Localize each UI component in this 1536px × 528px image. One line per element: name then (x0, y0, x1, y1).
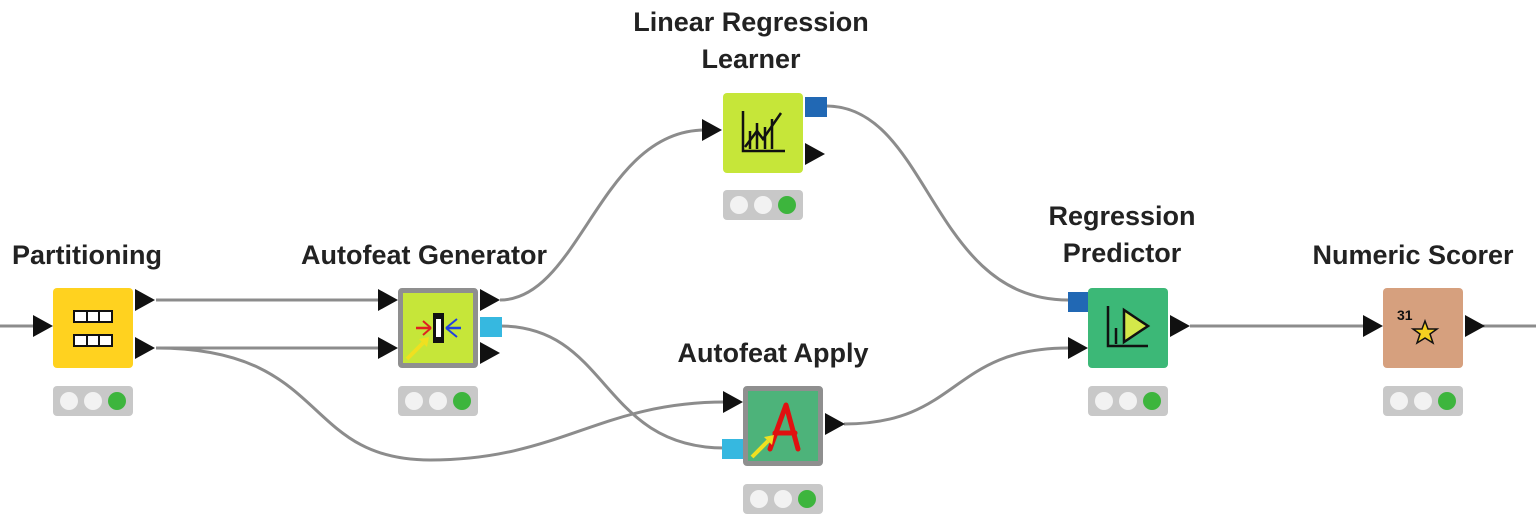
regression-predictor-input-port-data[interactable] (1068, 337, 1088, 359)
partitioning-status (53, 386, 133, 416)
autofeat-generator-icon (405, 313, 461, 361)
numeric-scorer-output-port[interactable] (1465, 315, 1485, 337)
predictor-icon (1106, 306, 1151, 348)
numeric-scorer-label: Numeric Scorer (1312, 240, 1514, 270)
linear-regression-learner-output-port-data[interactable] (805, 143, 825, 165)
regression-predictor-label-line-2: Predictor (1062, 238, 1182, 268)
scorer-star-icon: 31 (1397, 307, 1440, 345)
linear-regression-learner-input-port[interactable] (702, 119, 722, 141)
status-light-green (798, 490, 816, 508)
linear-regression-learner-node[interactable] (723, 93, 803, 173)
regression-predictor-label-line-1: Regression (1048, 201, 1196, 231)
linear-regression-learner-label: Linear Regression Learner (633, 4, 869, 78)
partitioning-node[interactable] (53, 288, 133, 368)
line-chart-icon (741, 111, 785, 153)
partitioning-input-port[interactable] (33, 315, 53, 337)
status-light-red (1390, 392, 1408, 410)
connection-generator-to-learner[interactable] (499, 128, 706, 302)
autofeat-apply-node[interactable] (743, 386, 823, 466)
regression-predictor-label: Regression Predictor (1048, 198, 1195, 272)
status-light-red (1095, 392, 1113, 410)
partitioning-label: Partitioning (12, 240, 162, 270)
connection-partitioning-bottom-to-apply[interactable] (155, 346, 726, 462)
status-light-red (750, 490, 768, 508)
autofeat-apply-label: Autofeat Apply (677, 338, 869, 368)
connection-learner-model-to-predictor[interactable] (825, 104, 1069, 302)
numeric-scorer-node[interactable]: 31 (1383, 288, 1463, 368)
status-light-red (405, 392, 423, 410)
regression-predictor-output-port[interactable] (1170, 315, 1190, 337)
linear-regression-learner-status (723, 190, 803, 220)
status-light-yellow (754, 196, 772, 214)
connection-generator-model-to-apply[interactable] (499, 324, 726, 450)
connection-apply-to-predictor[interactable] (843, 346, 1069, 426)
status-light-yellow (84, 392, 102, 410)
numeric-scorer-status (1383, 386, 1463, 416)
scorer-icon-number: 31 (1397, 307, 1413, 323)
status-light-green (1438, 392, 1456, 410)
autofeat-generator-input-port-2[interactable] (378, 337, 398, 359)
partitioning-output-port-1[interactable] (135, 289, 155, 311)
autofeat-generator-node[interactable] (398, 288, 478, 368)
status-light-green (1143, 392, 1161, 410)
autofeat-apply-input-port-data[interactable] (723, 391, 743, 413)
status-light-yellow (774, 490, 792, 508)
regression-predictor-status (1088, 386, 1168, 416)
autofeat-generator-input-port-1[interactable] (378, 289, 398, 311)
partitioning-output-port-2[interactable] (135, 337, 155, 359)
status-light-red (60, 392, 78, 410)
regression-predictor-node[interactable] (1088, 288, 1168, 368)
autofeat-generator-status (398, 386, 478, 416)
linear-regression-learner-label-line-2: Learner (701, 44, 801, 74)
linear-regression-learner-label-line-1: Linear Regression (633, 7, 869, 37)
status-light-yellow (1414, 392, 1432, 410)
status-light-green (453, 392, 471, 410)
letter-a-icon (750, 402, 801, 459)
status-light-yellow (429, 392, 447, 410)
autofeat-apply-input-port-model[interactable] (722, 439, 744, 459)
status-light-yellow (1119, 392, 1137, 410)
autofeat-apply-status (743, 484, 823, 514)
status-light-red (730, 196, 748, 214)
autofeat-generator-output-port-data[interactable] (480, 289, 500, 311)
autofeat-generator-label: Autofeat Generator (300, 240, 548, 270)
status-light-green (778, 196, 796, 214)
autofeat-generator-output-port-model[interactable] (480, 317, 502, 337)
autofeat-generator-output-port-data-2[interactable] (480, 342, 500, 364)
autofeat-apply-output-port[interactable] (825, 413, 845, 435)
regression-predictor-input-port-model[interactable] (1068, 292, 1090, 312)
linear-regression-learner-output-port-model[interactable] (805, 97, 827, 117)
numeric-scorer-input-port[interactable] (1363, 315, 1383, 337)
partitioning-icon (73, 310, 113, 347)
status-light-green (108, 392, 126, 410)
